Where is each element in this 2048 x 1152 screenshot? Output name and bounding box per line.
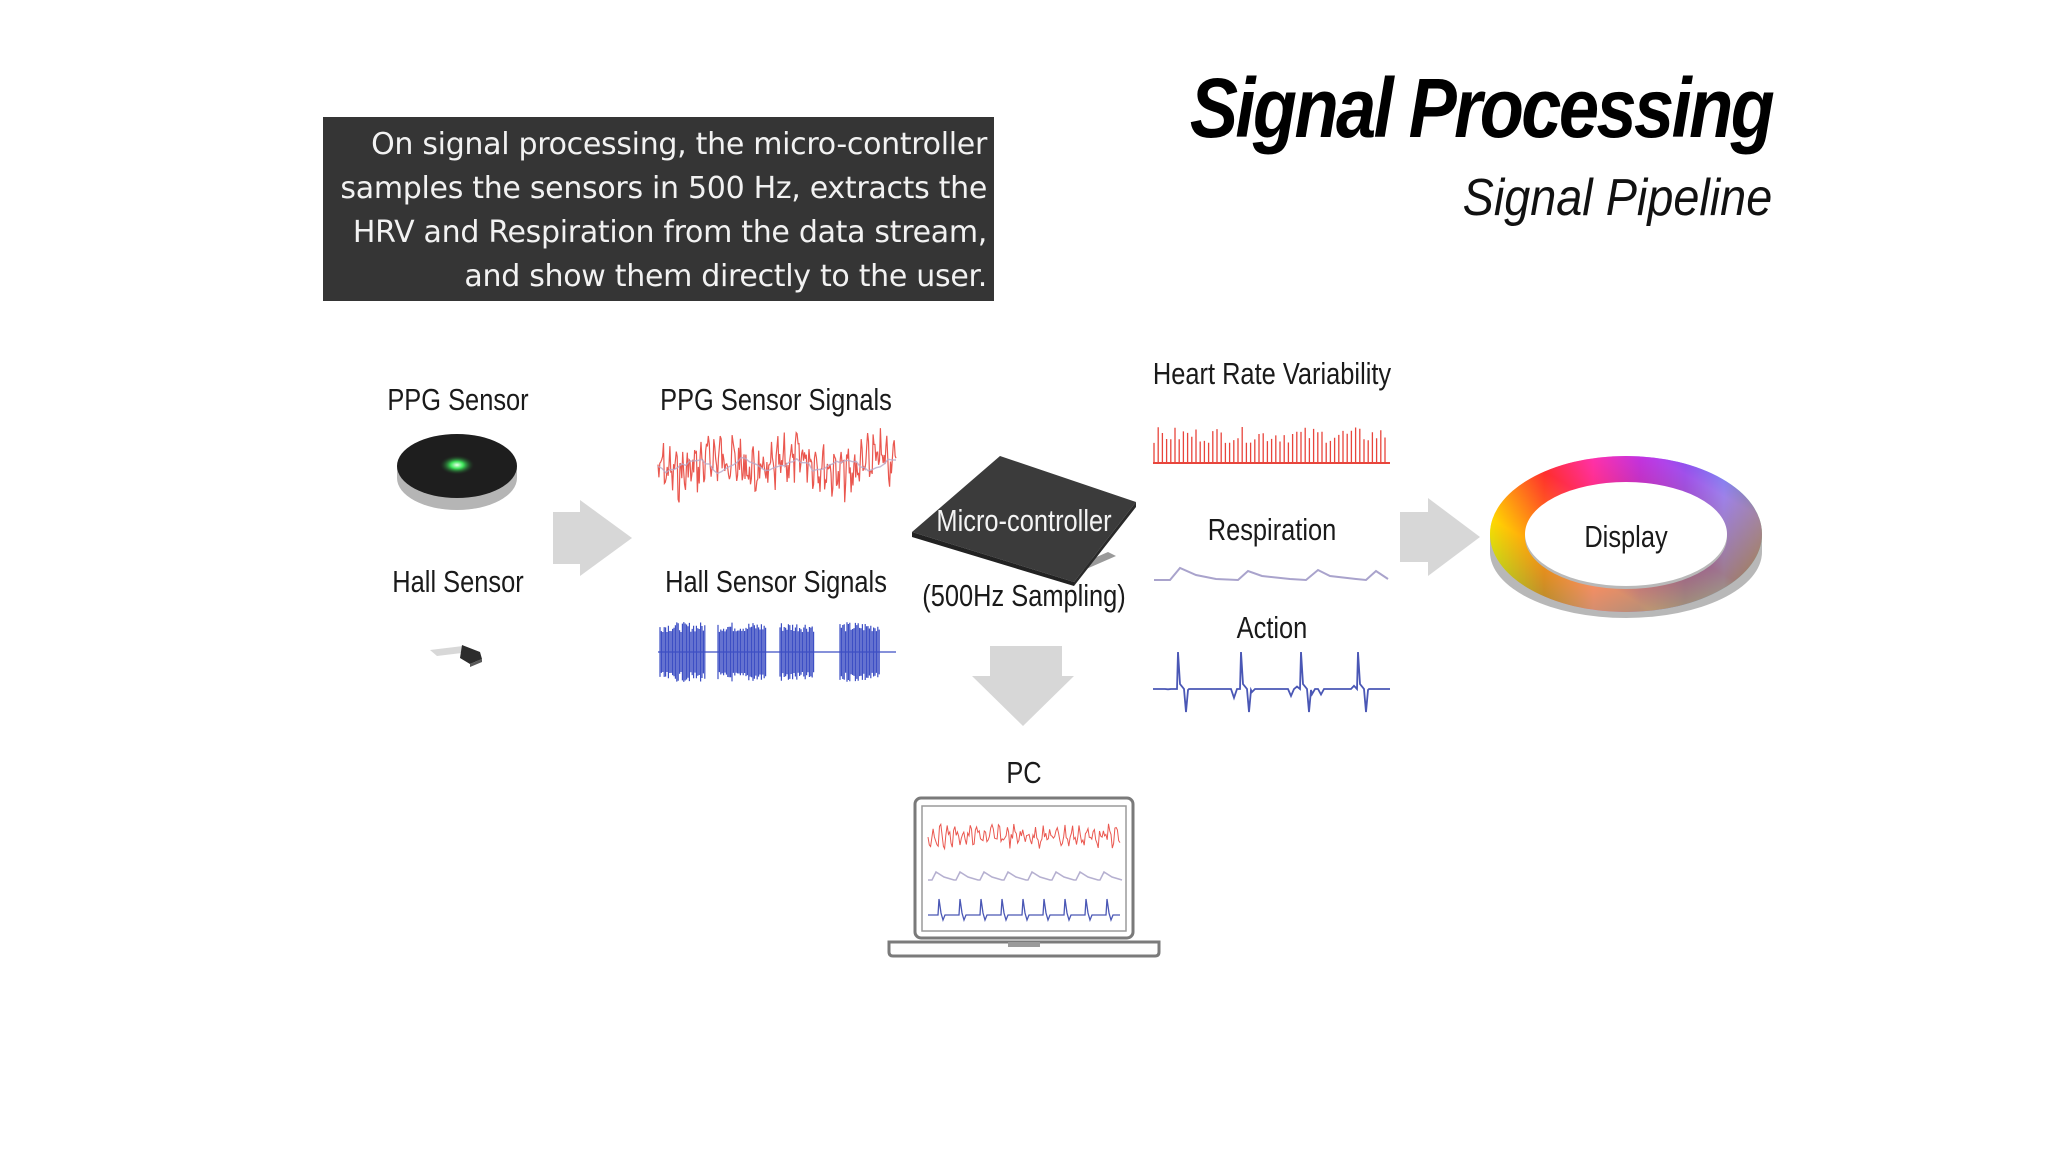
label-hrv: Heart Rate Variability [1152, 356, 1392, 391]
ppg-signal-graph [657, 428, 897, 503]
hall-sensor-icon [430, 645, 482, 667]
label-sampling: (500Hz Sampling) [922, 578, 1126, 613]
label-hall-signals: Hall Sensor Signals [665, 564, 887, 599]
label-respiration: Respiration [1207, 512, 1337, 547]
arrow-right-icon [1400, 498, 1480, 576]
description-box: On signal processing, the micro-controll… [323, 117, 994, 301]
laptop-icon [887, 796, 1161, 958]
arrow-right-icon [553, 500, 632, 576]
hrv-signal-graph [1153, 427, 1390, 464]
label-ppg-signals: PPG Sensor Signals [660, 382, 892, 417]
action-signal-graph [1153, 651, 1390, 713]
respiration-signal-graph [1154, 566, 1389, 582]
label-pc: PC [1006, 755, 1042, 790]
description-line: HRV and Respiration from the data stream… [352, 215, 987, 250]
description-line: samples the sensors in 500 Hz, extracts … [340, 171, 987, 206]
arrow-down-icon [972, 646, 1074, 726]
label-display: Display [1584, 519, 1668, 554]
hall-signal-trace [658, 622, 896, 682]
microcontroller-icon [912, 456, 1136, 586]
label-action: Action [1236, 610, 1308, 645]
page-subtitle: Signal Pipeline [1462, 169, 1772, 227]
display-ring-icon [1490, 456, 1762, 618]
page-title: Signal Processing [1189, 61, 1775, 155]
ppg-sensor-icon [397, 434, 517, 510]
description-line: On signal processing, the micro-controll… [371, 127, 987, 162]
label-hall-sensor: Hall Sensor [392, 564, 524, 599]
description-line: and show them directly to the user. [464, 259, 987, 294]
label-ppg-sensor: PPG Sensor [387, 382, 529, 417]
hall-signal-graph [658, 622, 896, 682]
title-block: Signal Processing Signal Pipeline [1095, 61, 1775, 227]
label-microcontroller: Micro-controller [936, 503, 1112, 538]
